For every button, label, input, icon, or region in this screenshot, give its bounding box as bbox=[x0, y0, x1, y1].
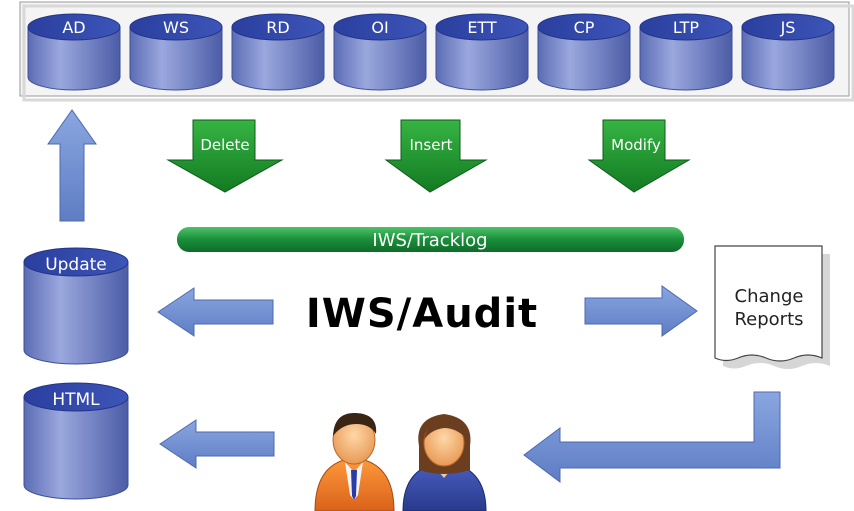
database-ws: WS bbox=[129, 13, 223, 91]
male-user-icon bbox=[314, 412, 395, 511]
users-to-html-arrow bbox=[159, 419, 275, 469]
update-database: Update bbox=[23, 247, 129, 365]
database-label: CP bbox=[574, 18, 595, 37]
database-label: ETT bbox=[467, 18, 497, 37]
audit-to-update-arrow bbox=[157, 287, 274, 337]
delete-label: Delete bbox=[200, 136, 249, 154]
delete-arrow: Delete bbox=[166, 119, 284, 193]
database-oi: OI bbox=[333, 13, 427, 91]
tracklog-bar: IWS/Tracklog bbox=[177, 227, 684, 252]
insert-label: Insert bbox=[409, 136, 452, 154]
database-cp: CP bbox=[537, 13, 631, 91]
database-label: JS bbox=[780, 18, 796, 37]
modify-arrow: Modify bbox=[587, 119, 691, 193]
database-row: AD WS RD OI ETT CP LTP JS bbox=[27, 13, 835, 91]
database-label: WS bbox=[163, 18, 189, 37]
reports-line-2: Reports bbox=[734, 309, 803, 330]
database-label: AD bbox=[62, 18, 85, 37]
database-ad: AD bbox=[27, 13, 121, 91]
modify-label: Modify bbox=[611, 136, 661, 154]
database-js: JS bbox=[741, 13, 835, 91]
tracklog-label: IWS/Tracklog bbox=[372, 230, 487, 251]
database-label: RD bbox=[266, 18, 289, 37]
reports-to-users-arrow bbox=[523, 391, 781, 483]
html-database: HTML bbox=[23, 382, 129, 500]
change-reports-document: Change Reports bbox=[714, 245, 830, 369]
database-rd: RD bbox=[231, 13, 325, 91]
insert-arrow: Insert bbox=[384, 119, 488, 193]
html-db-label: HTML bbox=[52, 390, 100, 410]
audit-title: IWS/Audit bbox=[306, 291, 538, 337]
reports-line-1: Change bbox=[735, 286, 804, 307]
update-db-label: Update bbox=[45, 255, 107, 275]
female-user-icon bbox=[402, 414, 487, 511]
database-ett: ETT bbox=[435, 13, 529, 91]
audit-to-reports-arrow bbox=[584, 285, 698, 337]
database-ltp: LTP bbox=[639, 13, 733, 91]
database-label: LTP bbox=[673, 18, 699, 37]
database-label: OI bbox=[371, 18, 388, 37]
update-up-arrow bbox=[47, 109, 97, 222]
